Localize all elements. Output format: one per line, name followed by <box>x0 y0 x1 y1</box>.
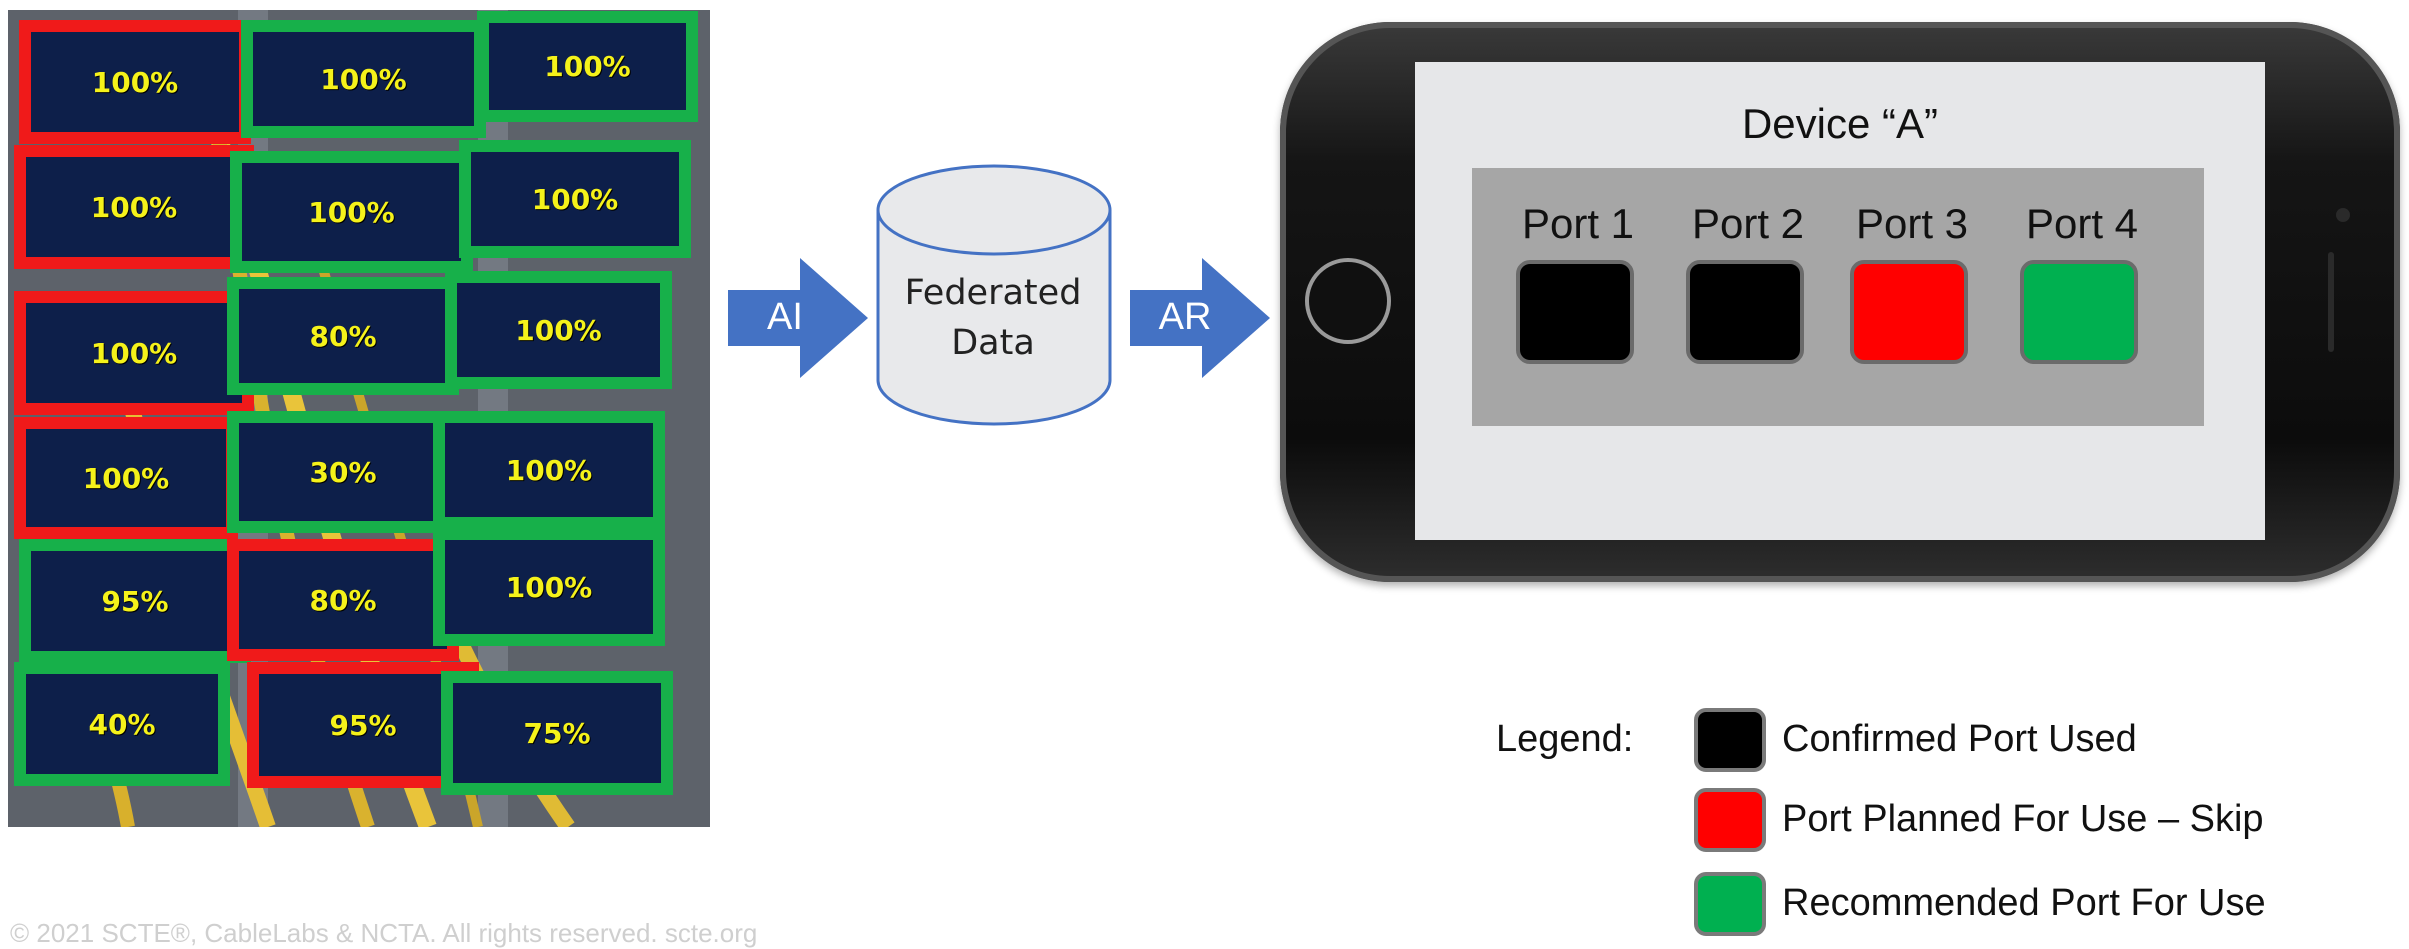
port-indicator-red[interactable] <box>1850 260 1968 364</box>
ar-arrow-label: AR <box>1158 296 1212 338</box>
port-status-box-green: 75% <box>441 671 673 795</box>
database-label-line1: Federated <box>904 273 1082 313</box>
database-label: Federated Data <box>876 268 1110 368</box>
database-label-line2: Data <box>951 323 1035 363</box>
legend-label: Recommended Port For Use <box>1782 882 2266 924</box>
legend-swatch-red <box>1694 788 1766 852</box>
port-status-box-green: 100% <box>477 11 698 122</box>
legend-swatch-green <box>1694 872 1766 936</box>
federated-data-cylinder <box>876 164 1112 426</box>
port-utilization-label: 100% <box>308 195 395 229</box>
port-utilization-label: 75% <box>523 716 591 750</box>
port-utilization-label: 100% <box>515 313 602 347</box>
port-status-box-green: 80% <box>227 277 459 395</box>
port-utilization-label: 80% <box>309 319 377 353</box>
port-utilization-label: 40% <box>88 707 156 741</box>
port-indicator-green[interactable] <box>2020 260 2138 364</box>
port-status-box-green: 30% <box>227 411 459 533</box>
patch-panel-image: 100% 100% 100% 100% 100% 100% 100% 80% 100% 100% 3… <box>8 10 710 827</box>
port-status-box-green: 100% <box>241 20 486 138</box>
port-label: Port 3 <box>1855 200 1969 247</box>
ar-arrow <box>1130 258 1270 378</box>
port-utilization-label: 100% <box>82 461 170 495</box>
port-utilization-label: 100% <box>90 190 178 224</box>
port-label: Port 4 <box>2025 200 2139 247</box>
port-utilization-label: 100% <box>91 65 179 99</box>
port-utilization-label: 100% <box>531 182 619 216</box>
ai-arrow-label: AI <box>767 296 803 338</box>
port-status-box-green: 100% <box>433 411 665 529</box>
port-utilization-label: 100% <box>320 62 407 96</box>
port-status-box-red: 100% <box>14 417 238 539</box>
port-status-box-green: 100% <box>230 151 473 273</box>
port-utilization-label: 100% <box>90 336 178 370</box>
legend-title: Legend: <box>1496 718 1634 760</box>
home-button[interactable] <box>1305 258 1391 344</box>
port-indicator-black[interactable] <box>1516 260 1634 364</box>
port-status-box-red: 100% <box>14 291 254 415</box>
port-status-box-green: 100% <box>459 140 691 258</box>
legend-label: Port Planned For Use – Skip <box>1782 798 2264 840</box>
port-utilization-label: 100% <box>505 453 593 487</box>
device-title: Device “A” <box>1741 100 1939 147</box>
legend-label: Confirmed Port Used <box>1782 718 2137 760</box>
port-utilization-label: 100% <box>505 570 593 604</box>
port-status-box-red: 100% <box>14 145 254 269</box>
port-utilization-label: 95% <box>329 708 397 742</box>
port-status-box-green: 100% <box>433 528 665 646</box>
port-indicator-black[interactable] <box>1686 260 1804 364</box>
port-utilization-label: 100% <box>544 50 631 83</box>
port-label: Port 1 <box>1521 200 1635 247</box>
port-status-box-green: 100% <box>445 271 672 389</box>
port-utilization-label: 30% <box>309 455 377 489</box>
port-status-box-red: 100% <box>19 20 251 144</box>
speaker-icon <box>2328 252 2334 352</box>
port-status-box-red: 80% <box>227 539 459 661</box>
port-label: Port 2 <box>1691 200 1805 247</box>
port-utilization-label: 80% <box>309 583 377 617</box>
legend-swatch-black <box>1694 708 1766 772</box>
port-utilization-label: 95% <box>101 584 169 618</box>
port-status-box-green: 40% <box>14 662 230 786</box>
camera-icon <box>2336 208 2350 222</box>
ai-arrow <box>728 258 868 378</box>
port-status-box-green: 95% <box>19 539 251 663</box>
port-status-box-red: 95% <box>247 662 479 788</box>
